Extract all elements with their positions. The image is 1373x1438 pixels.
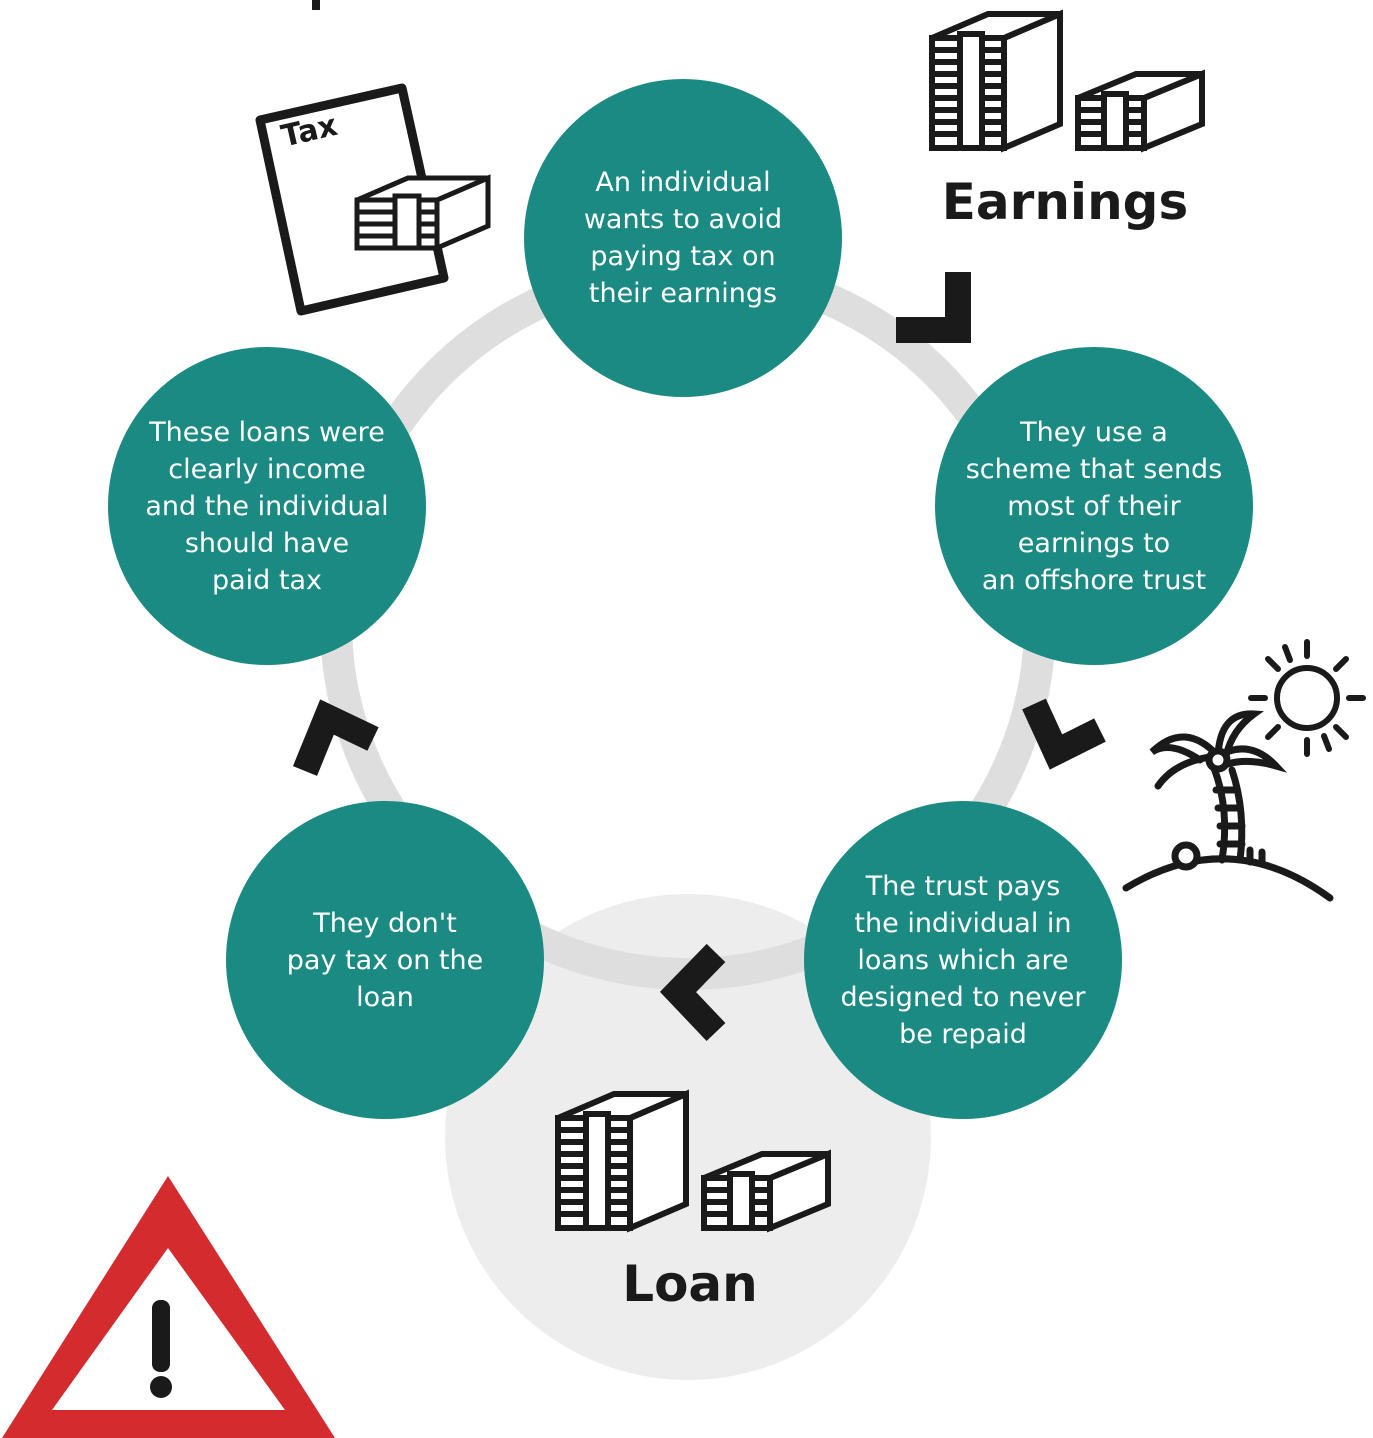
step-should-have-paid: These loans were clearly income and the … xyxy=(108,347,426,665)
step-no-tax-on-loan: They don't pay tax on the loan xyxy=(226,801,544,1119)
arrow-icon xyxy=(1022,698,1106,770)
arrow-icon xyxy=(292,699,379,776)
cash-stack-icon xyxy=(354,174,491,252)
loan-label: Loan xyxy=(622,1255,758,1313)
island-icon xyxy=(1122,710,1334,902)
arrow-icon xyxy=(896,272,971,343)
arrow-icon xyxy=(659,943,726,1041)
step-trust-loans: The trust pays the individual in loans w… xyxy=(804,801,1122,1119)
cash-stack-icon xyxy=(929,9,1205,153)
step-offshore-trust: They use a scheme that sends most of the… xyxy=(935,347,1253,665)
cash-stack-icon xyxy=(555,1089,831,1233)
cropped-heading-fragment xyxy=(312,0,320,10)
tax-document-icon xyxy=(255,83,449,316)
earnings-label: Earnings xyxy=(941,173,1189,231)
sun-icon xyxy=(1248,639,1366,757)
step-avoid-tax: An individual wants to avoid paying tax … xyxy=(524,79,842,397)
warning-icon xyxy=(2,1176,335,1438)
